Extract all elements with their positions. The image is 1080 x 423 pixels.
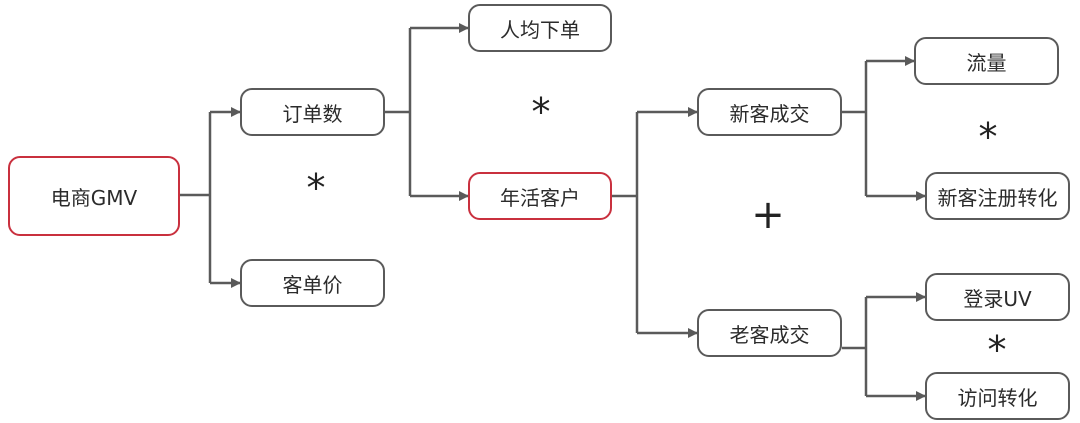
node-new-reg-conv: 新客注册转化 xyxy=(925,172,1070,220)
node-visit-conv-label: 访问转化 xyxy=(957,385,1038,410)
node-visit-conv: 访问转化 xyxy=(925,372,1070,420)
node-old-deals: 老客成交 xyxy=(697,309,842,357)
connector-gmv xyxy=(180,112,212,283)
multiply-operator-per-user-active: * xyxy=(531,90,551,134)
node-new-deals-label: 新客成交 xyxy=(729,101,810,126)
node-gmv-label: 电商GMV xyxy=(50,185,138,210)
node-traffic-label: 流量 xyxy=(966,50,1007,75)
node-login-uv: 登录UV xyxy=(925,273,1070,321)
connector-old-deals xyxy=(842,297,868,396)
node-active-customers: 年活客户 xyxy=(468,172,612,220)
plus-operator-new-old: + xyxy=(751,192,785,238)
multiply-operator-traffic-reg: * xyxy=(978,115,998,159)
node-traffic: 流量 xyxy=(914,37,1059,85)
node-orders-label: 订单数 xyxy=(282,101,343,126)
node-new-deals: 新客成交 xyxy=(697,88,842,136)
connector-new-deals xyxy=(842,61,868,196)
node-orders-per-user: 人均下单 xyxy=(468,4,612,52)
node-new-reg-conv-label: 新客注册转化 xyxy=(937,185,1058,210)
connector-orders xyxy=(385,28,412,196)
node-active-customers-label: 年活客户 xyxy=(500,185,580,210)
node-gmv: 电商GMV xyxy=(8,156,180,236)
node-aov-label: 客单价 xyxy=(282,272,343,297)
node-aov: 客单价 xyxy=(240,259,385,307)
multiply-operator-orders-aov: * xyxy=(306,166,326,210)
node-orders-per-user-label: 人均下单 xyxy=(500,17,580,42)
node-old-deals-label: 老客成交 xyxy=(729,322,810,347)
node-orders: 订单数 xyxy=(240,88,385,136)
node-login-uv-label: 登录UV xyxy=(963,286,1032,311)
multiply-operator-uv-visit: * xyxy=(987,328,1007,372)
connector-active-customers xyxy=(612,112,639,333)
